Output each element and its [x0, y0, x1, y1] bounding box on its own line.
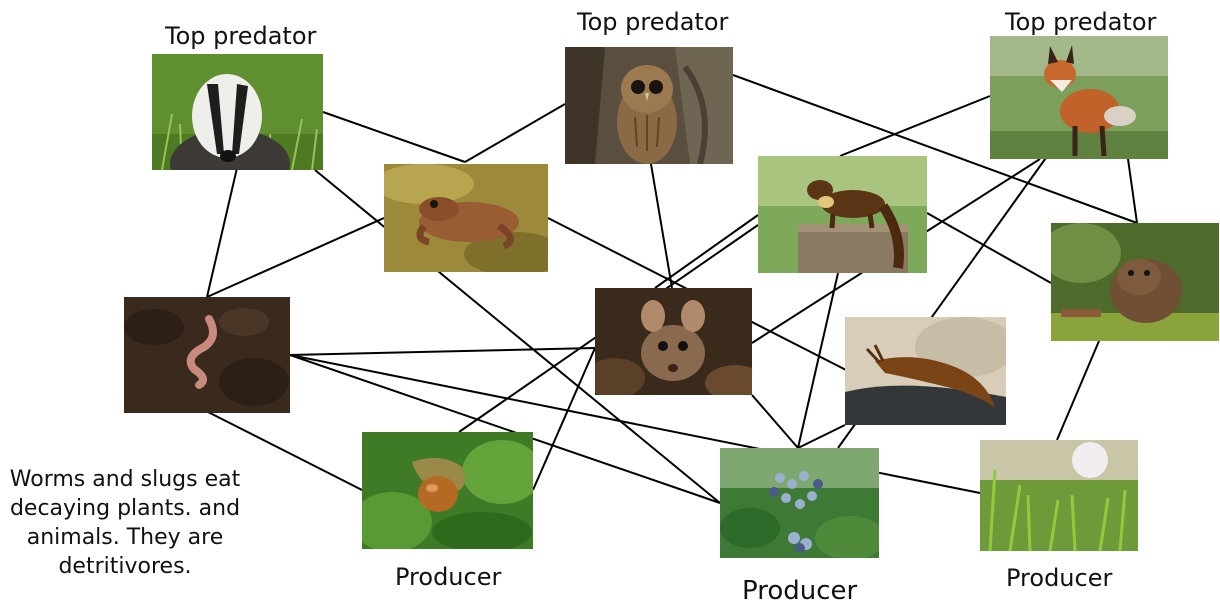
link-badger-worm	[207, 168, 237, 297]
link-mouse-blueberry	[752, 395, 798, 448]
label-grass-producer: Producer	[1006, 566, 1112, 590]
label-badger-top-predator: Top predator	[165, 24, 316, 48]
link-slug-blueberry	[798, 425, 845, 448]
hazelnut-photo	[362, 432, 533, 549]
link-badger-frog	[323, 112, 465, 162]
owl-photo	[565, 47, 733, 164]
label-fox-top-predator: Top predator	[1005, 10, 1156, 34]
detritivore-note: Worms and slugs eat decaying plants. and…	[0, 465, 250, 581]
link-marten-vole	[927, 213, 1051, 283]
label-blueberry-producer: Producer	[742, 578, 857, 604]
link-fox-vole	[1128, 159, 1137, 223]
badger-photo	[152, 54, 323, 170]
earthworm-photo	[124, 297, 290, 413]
mouse-photo	[595, 288, 752, 395]
link-vole-grass	[1057, 341, 1099, 440]
fox-photo	[990, 36, 1168, 159]
link-frog-worm	[207, 218, 384, 297]
link-owl-frog	[465, 104, 565, 162]
slug-photo	[845, 317, 1006, 425]
frog-photo	[384, 164, 548, 272]
blueberry-photo	[720, 448, 879, 558]
link-owl-mouse	[651, 164, 672, 288]
label-owl-top-predator: Top predator	[577, 10, 728, 34]
pine-marten-photo	[758, 156, 927, 273]
label-hazel-producer: Producer	[395, 565, 501, 589]
grass-photo	[980, 440, 1138, 551]
link-marten-blueberry	[798, 273, 838, 448]
link-worm-mouse	[290, 348, 595, 355]
link-marten-mouse	[655, 215, 758, 288]
link-mouse-hazelnut	[533, 348, 595, 490]
vole-photo	[1051, 223, 1219, 341]
link-fox-marten	[840, 96, 990, 156]
